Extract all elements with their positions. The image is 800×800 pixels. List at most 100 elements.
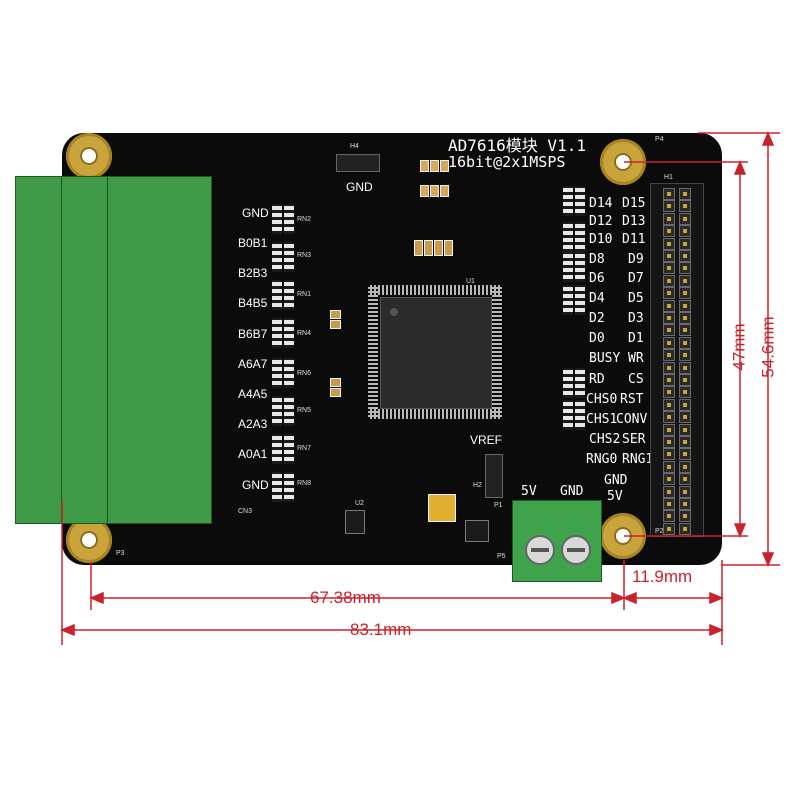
header-pin: [663, 188, 675, 200]
resistor: [430, 185, 439, 197]
capacitor: [330, 378, 341, 387]
resistor-network: [563, 222, 573, 252]
header-pin: [663, 250, 675, 262]
signal-label: SER: [622, 432, 646, 447]
p4-label: P4: [655, 136, 664, 143]
header-pin: [663, 336, 675, 349]
header-pin: [679, 411, 691, 424]
signal-label: CS: [628, 372, 644, 387]
signal-label: WR: [628, 351, 644, 366]
header-pin: [663, 374, 675, 386]
rn-label: RN1: [297, 291, 312, 298]
cn3-label: CN3: [238, 508, 253, 515]
header-pin: [679, 349, 691, 362]
resistor-network: [272, 242, 282, 272]
header-pin: [663, 225, 675, 238]
power-gnd-label: GND: [560, 484, 584, 499]
resistor-network: [284, 396, 294, 426]
dim-inner-height: 47mm: [729, 323, 749, 371]
signal-label: D6: [589, 271, 605, 286]
left-label: B6B7: [238, 327, 268, 341]
header-pin: [679, 200, 691, 213]
header-pin: [679, 336, 691, 349]
rn-label: RN2: [297, 216, 312, 223]
signal-label: RD: [589, 372, 605, 387]
header-pin: [679, 188, 691, 200]
header-pin: [679, 473, 691, 486]
left-label: B0B1: [238, 236, 268, 250]
regulator-u2: [345, 510, 365, 534]
header-pin: [679, 374, 691, 386]
header-pin: [663, 498, 675, 510]
dim-hole-spacing: 67.38mm: [310, 588, 381, 607]
left-label: A4A5: [238, 387, 268, 401]
signal-label: D10: [589, 232, 613, 247]
header-pin: [679, 299, 691, 312]
header-pin: [663, 448, 675, 461]
resistor: [440, 160, 449, 172]
header-pin: [663, 398, 675, 411]
screw-icon: [561, 535, 591, 565]
resistor-network: [284, 318, 294, 348]
signal-label: D15: [622, 196, 646, 211]
signal-label: D13: [622, 214, 646, 229]
header-pin: [663, 460, 675, 473]
header-pin: [679, 522, 691, 535]
signal-label: CHS1: [586, 412, 618, 427]
resistor-network: [563, 252, 573, 282]
header-pin: [679, 262, 691, 275]
power-terminal-block: [512, 500, 602, 582]
signal-label: D12: [589, 214, 613, 229]
resistor-network: [272, 280, 282, 310]
capacitor: [330, 320, 341, 329]
header-pin: [663, 299, 675, 312]
resistor-network: [272, 396, 282, 426]
header-pin: [679, 448, 691, 461]
board-subtitle: 16bit@2x1MSPS: [448, 153, 566, 171]
header-pin: [679, 212, 691, 225]
resistor-network: [272, 472, 282, 502]
h4-header: [336, 154, 380, 172]
header-pin: [663, 411, 675, 424]
vref-label: VREF: [470, 433, 503, 447]
resistor-network: [284, 242, 294, 272]
screw-icon: [525, 535, 555, 565]
resistor-network: [563, 285, 573, 315]
left-label: A2A3: [238, 417, 268, 431]
chip-pin1-marker: [390, 308, 398, 316]
dim-edge-offset: 11.9mm: [632, 567, 693, 586]
resistor-network: [284, 434, 294, 464]
header-pin: [663, 473, 675, 486]
header-pin: [679, 498, 691, 510]
header-pin: [663, 423, 675, 436]
resistor-network: [284, 280, 294, 310]
resistor-network: [272, 204, 282, 234]
signal-label: RNG0: [586, 452, 618, 467]
resistor: [430, 160, 439, 172]
header-pin: [663, 324, 675, 337]
header-pin: [679, 485, 691, 498]
u2-label: U2: [355, 500, 364, 507]
left-label: A6A7: [238, 357, 268, 371]
terminal-block-1: [15, 176, 63, 524]
resistor-network: [284, 472, 294, 502]
pin-header-h1: [650, 183, 704, 537]
header-pin: [663, 349, 675, 362]
header-pin: [679, 460, 691, 473]
p3-label: P3: [116, 550, 125, 557]
h4-label: H4: [350, 143, 359, 150]
left-label: B2B3: [238, 266, 268, 280]
resistor: [440, 185, 449, 197]
signal-label: D0: [589, 331, 605, 346]
resistor-network: [563, 400, 573, 430]
signal-label: CHS2: [589, 432, 621, 447]
diode-d5: [465, 520, 489, 542]
dim-total-width: 83.1mm: [350, 620, 412, 639]
header-pin: [663, 510, 675, 523]
signal-label: D2: [589, 311, 605, 326]
header-pin: [663, 212, 675, 225]
resistor-network: [575, 285, 585, 315]
p2-label: P2: [655, 528, 664, 535]
signal-label: D4: [589, 291, 605, 306]
